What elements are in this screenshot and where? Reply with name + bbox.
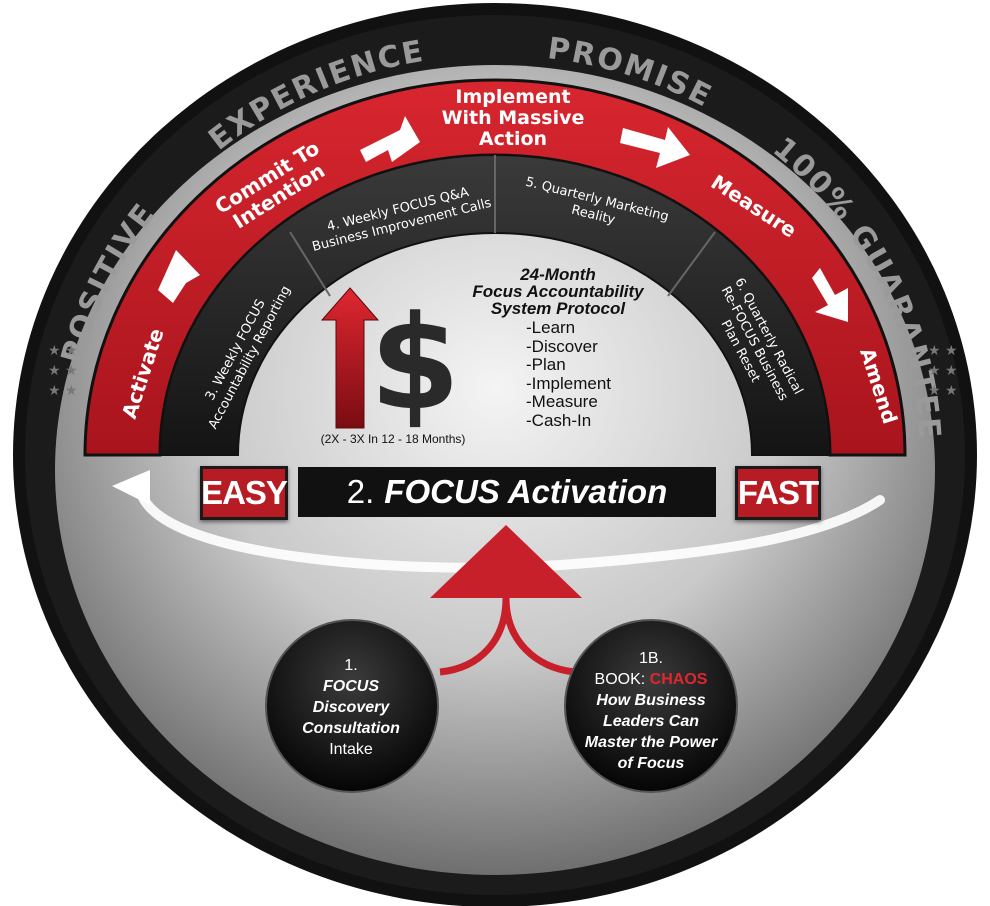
flow-arrows <box>158 116 848 322</box>
arrow-implement-icon <box>620 127 690 168</box>
arrow-activate-icon <box>158 250 200 303</box>
return-swoosh <box>135 483 885 573</box>
arrow-measure-icon <box>812 268 848 322</box>
activation-triangle-icon <box>430 525 582 598</box>
swoosh-arrowhead-icon <box>112 470 150 505</box>
growth-arrow-icon <box>320 287 380 429</box>
arrow-commit-icon <box>360 116 420 162</box>
dollar-sign-icon: $ <box>370 287 460 439</box>
stars-left-icon: ★ ★★ ★★ ★ <box>48 343 78 399</box>
red-label-implement: Implement With Massive Action <box>442 86 585 150</box>
svg-text:Implement: Implement <box>455 86 570 108</box>
stars-right-icon: ★ ★★ ★★ ★ <box>928 343 958 399</box>
svg-text:With Massive: With Massive <box>442 107 585 129</box>
circle-book <box>564 619 738 793</box>
circle-discovery <box>265 619 439 793</box>
inner-ring <box>158 154 832 456</box>
svg-text:Action: Action <box>479 128 547 150</box>
inner-ring-dividers <box>289 155 716 297</box>
branch-right <box>502 597 576 676</box>
